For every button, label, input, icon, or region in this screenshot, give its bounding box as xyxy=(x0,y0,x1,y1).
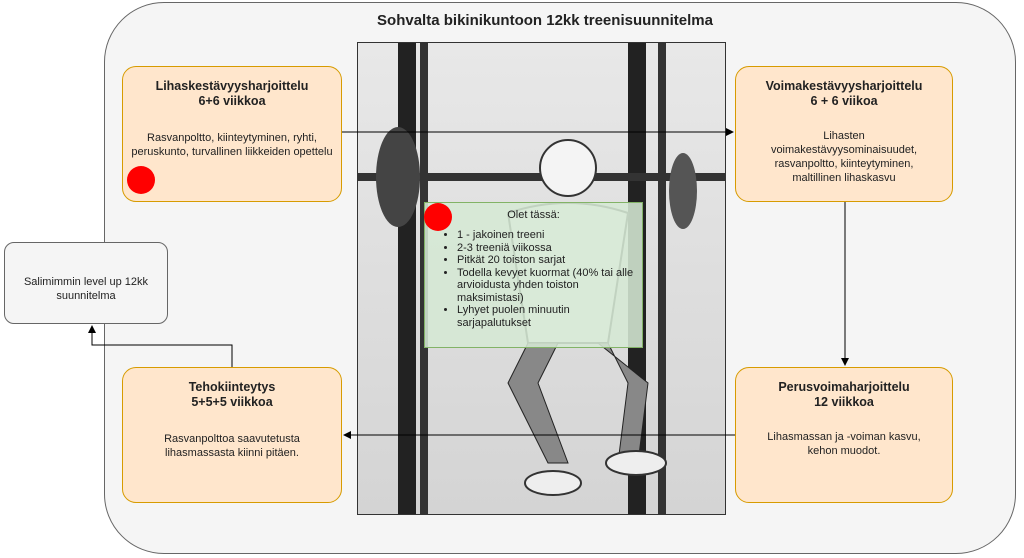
list-item: 1 - jakoinen treeni xyxy=(457,229,642,242)
current-position-box: Olet tässä: 1 - jakoinen treeni 2-3 tree… xyxy=(424,202,643,348)
next-plan-box: Salimimmin level up 12kk suunnitelma xyxy=(4,242,168,324)
diagram-title: Sohvalta bikinikuntoon 12kk treenisuunni… xyxy=(377,12,713,29)
current-heading: Olet tässä: xyxy=(507,209,560,221)
marker-dot xyxy=(424,203,452,231)
list-item: Todella kevyet kuormat (40% tai alle arv… xyxy=(457,267,642,305)
phase-duration: 12 viikkoa xyxy=(814,395,874,409)
phase-title: Tehokiinteytys xyxy=(188,380,276,394)
list-item: Lyhyet puolen minuutin sarjapalutukset xyxy=(457,304,642,329)
phase-duration: 6 + 6 viikoa xyxy=(810,94,878,108)
current-list: 1 - jakoinen treeni 2-3 treeniä viikossa… xyxy=(425,229,642,329)
phase-duration: 6+6 viikkoa xyxy=(198,94,266,108)
marker-dot xyxy=(127,166,155,194)
list-item: Pitkät 20 toiston sarjat xyxy=(457,254,642,267)
phase-description: Rasvanpolttoa saavutetusta lihasmassasta… xyxy=(164,433,300,459)
phase-title: Voimakestävyysharjoittelu xyxy=(765,79,923,93)
phase-duration: 5+5+5 viikkoa xyxy=(191,395,273,409)
phase-title: Perusvoimaharjoittelu xyxy=(778,380,910,394)
phase-description: Lihasten voimakestävyysominaisuudet, ras… xyxy=(770,130,918,184)
phase-description: Lihasmassan ja -voiman kasvu, kehon muod… xyxy=(767,431,921,457)
list-item: 2-3 treeniä viikossa xyxy=(457,242,642,255)
phase-description: Rasvanpoltto, kiinteytyminen, ryhti, per… xyxy=(131,132,333,158)
phase-title: Lihaskestävyysharjoittelu xyxy=(155,79,309,93)
